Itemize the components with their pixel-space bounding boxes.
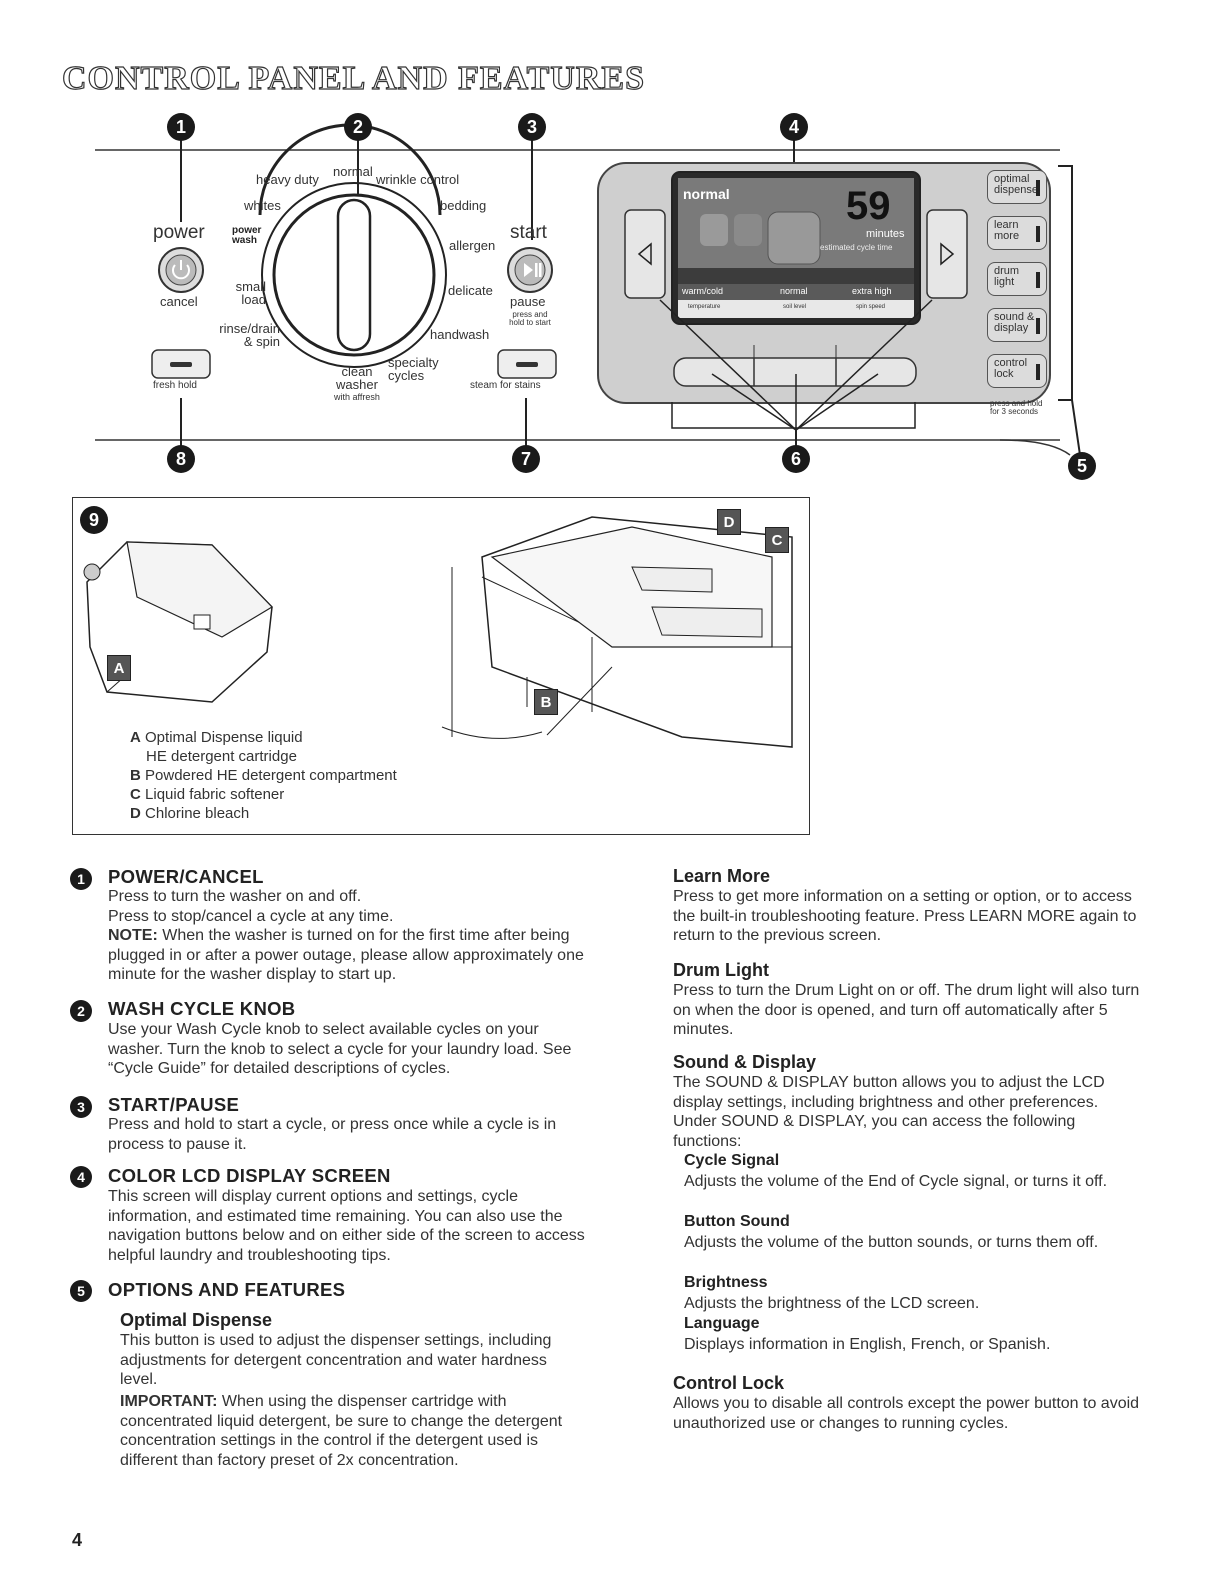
control-lock-label: control lock [994,357,1028,380]
cycle-small-load: small load [235,279,266,307]
press-hold-3s-label: press and hold for 3 seconds [990,399,1043,416]
lcd-option-temperature: warm/cold [682,286,724,296]
cycle-normal: normal [333,164,373,179]
callout-3: 3 [518,113,546,141]
section-1-number: 1 [70,868,92,890]
page-title: CONTROL PANEL AND FEATURES [61,59,645,97]
button-sound-body: Adjusts the volume of the button sounds,… [684,1234,1099,1251]
callout-7: 7 [512,445,540,473]
cancel-label: cancel [160,294,198,309]
steam-for-stains-label: steam for stains [470,380,541,391]
fresh-hold-label: fresh hold [153,380,197,391]
letter-a: A [107,655,131,681]
optimal-dispense-label: optimal dispense [994,173,1039,196]
callout-8: 8 [167,445,195,473]
sound-display-button[interactable]: sound & display [987,308,1047,342]
drum-light-label: drum light [994,265,1020,288]
sound-display-label: sound & display [994,311,1035,334]
section-4-body: This screen will display current options… [108,1188,585,1264]
press-hold-start-label: press and hold to start [509,310,551,327]
letter-c: C [765,527,789,553]
lcd-estimated-label: estimated cycle time [820,243,893,252]
dispenser-callout [72,497,810,835]
cycle-signal-heading: Cycle Signal [684,1152,780,1169]
section-1-body: Press to turn the washer on and off. Pre… [108,888,584,983]
cycle-handwash: handwash [430,327,490,342]
callout-5: 5 [1068,452,1096,480]
page-number: 4 [72,1530,83,1550]
cycle-power-wash: power wash [232,225,262,246]
learn-more-body: Press to get more information on a setti… [673,888,1137,944]
callout-6: 6 [782,445,810,473]
pause-label: pause [510,294,546,309]
cycle-bedding: bedding [440,198,487,213]
section-2-heading: WASH CYCLE KNOB [108,998,296,1019]
callout-9: 9 [80,506,108,534]
legend-item-a: A Optimal Dispense liquid [130,729,303,746]
section-4-heading: COLOR LCD DISPLAY SCREEN [108,1165,391,1186]
brightness-body: Adjusts the brightness of the LCD screen… [684,1295,980,1312]
section-1-heading: POWER/CANCEL [108,866,264,887]
cycle-wrinkle-control: wrinkle control [376,172,460,187]
legend-item-c: C Liquid fabric softener [130,786,285,803]
learn-more-heading: Learn More [673,866,771,886]
callout-1: 1 [167,113,195,141]
drum-light-button[interactable]: drum light [987,262,1047,296]
section-4-number: 4 [70,1166,92,1188]
sound-display-heading: Sound & Display [673,1052,817,1072]
optimal-dispense-body: This button is used to adjust the dispen… [120,1332,552,1388]
control-panel-diagram [95,123,1081,456]
drum-light-heading: Drum Light [673,960,769,980]
lcd-minutes-value: 59 [846,184,891,228]
cycle-specialty: specialty cycles [388,355,439,383]
start-label: start [510,222,547,243]
section-5-number: 5 [70,1280,92,1302]
section-2-body: Use your Wash Cycle knob to select avail… [108,1021,572,1077]
letter-d: D [717,509,741,535]
legend-item-a2: HE detergent cartridge [146,748,297,765]
lcd-label-temperature: temperature [688,304,721,310]
learn-more-button[interactable]: learn more [987,216,1047,250]
language-heading: Language [684,1315,760,1332]
lcd-option-soil: normal [780,286,808,296]
section-2-number: 2 [70,1000,92,1022]
drum-light-body: Press to turn the Drum Light on or off. … [673,982,1140,1038]
lcd-option-spin: extra high [852,286,892,296]
legend-item-b: B Powdered HE detergent compartment [130,767,397,784]
cycle-with-affresh: with affresh [334,392,380,402]
brightness-heading: Brightness [684,1274,768,1291]
dispenser-illustration [83,516,793,748]
lcd-minutes-label: minutes [866,228,905,240]
cycle-allergen: allergen [449,238,496,253]
section-5-heading: OPTIONS AND FEATURES [108,1279,346,1300]
power-label: power [153,222,205,243]
important-note: IMPORTANT: When using the dispenser cart… [120,1393,563,1469]
cycle-rinse-drain-spin: rinse/drain & spin [219,321,280,349]
cycle-signal-body: Adjusts the volume of the End of Cycle s… [684,1173,1108,1190]
cycle-whites: whites [244,198,281,213]
section-3-body: Press and hold to start a cycle, or pres… [108,1116,557,1153]
letter-b: B [534,689,558,715]
dispenser-legend: A Optimal Dispense liquid HE detergent c… [130,728,397,823]
control-lock-body: Allows you to disable all controls excep… [673,1395,1140,1432]
callout-2: 2 [344,113,372,141]
legend-item-d: D Chlorine bleach [130,805,250,822]
section-3-number: 3 [70,1096,92,1118]
sound-display-body: The SOUND & DISPLAY button allows you to… [673,1074,1105,1150]
optimal-dispense-heading: Optimal Dispense [120,1310,273,1330]
language-body: Displays information in English, French,… [684,1336,1051,1353]
lcd-label-soil: soil level [783,304,807,310]
button-sound-heading: Button Sound [684,1213,790,1230]
cycle-clean-washer: clean washer [336,364,378,392]
learn-more-label: learn more [994,219,1020,242]
optimal-dispense-button[interactable]: optimal dispense [987,170,1047,204]
section-3-heading: START/PAUSE [108,1094,240,1115]
control-lock-button[interactable]: control lock [987,354,1047,388]
control-lock-heading: Control Lock [673,1373,784,1393]
lcd-label-spin: spin speed [856,304,886,310]
cycle-delicate: delicate [448,283,493,298]
cycle-heavy-duty: heavy duty [256,172,319,187]
lcd-cycle-name: normal [683,186,730,202]
callout-4: 4 [780,113,808,141]
